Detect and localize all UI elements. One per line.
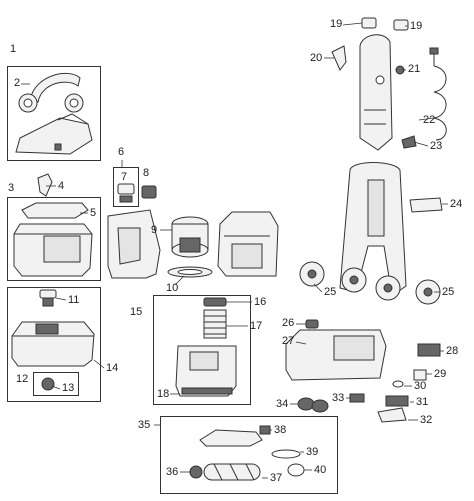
part-7-valve <box>117 183 135 203</box>
callout-32: 32 <box>420 414 433 426</box>
group-box-3 <box>7 197 101 281</box>
part-26-cap <box>305 319 319 329</box>
callout-39: 39 <box>306 446 319 458</box>
callout-40: 40 <box>314 464 327 476</box>
callout-15: 15 <box>130 306 143 318</box>
part-39-belt <box>271 449 301 459</box>
part-28-pump <box>417 343 441 357</box>
callout-16: 16 <box>254 296 267 308</box>
callout-36: 36 <box>166 466 179 478</box>
callout-6: 6 <box>118 146 125 158</box>
part-29-valve <box>413 369 427 381</box>
callout-4: 4 <box>58 180 65 192</box>
callout-26: 26 <box>282 317 295 329</box>
group-box-15 <box>153 295 251 405</box>
base-assembly <box>285 329 387 381</box>
part-3-tank <box>13 223 93 277</box>
part-2-handle-latch <box>18 72 84 113</box>
callout-1: 1 <box>10 43 17 55</box>
callout-30: 30 <box>414 380 427 392</box>
part-38-plug <box>259 425 271 435</box>
callout-13: 13 <box>62 382 75 394</box>
part-33-latch <box>349 393 365 403</box>
callout-3: 3 <box>8 182 15 194</box>
callout-9: 9 <box>151 224 158 236</box>
part-18-foot-cover <box>175 345 237 397</box>
callout-25: 25 <box>324 286 337 298</box>
callout-27: 27 <box>282 335 295 347</box>
callout-20: 20 <box>310 52 323 64</box>
part-31-belt-gear <box>385 395 409 407</box>
rear-housing <box>217 211 279 277</box>
part-25-wheels <box>299 261 441 305</box>
callout-34: 34 <box>276 398 289 410</box>
part-20-trigger <box>331 45 347 71</box>
callout-7: 7 <box>121 171 128 183</box>
group-box-12 <box>33 372 79 396</box>
part-23-hook <box>401 135 417 149</box>
part-17-hose-spring <box>203 309 227 339</box>
callout-5: 5 <box>90 207 97 219</box>
part-16-cap <box>203 297 227 307</box>
part-13-knob <box>41 377 55 391</box>
callout-24: 24 <box>450 198 463 210</box>
part-30-oring <box>392 380 404 388</box>
part-34-brush-rollers <box>297 397 329 413</box>
callout-25d: 25 <box>442 286 455 298</box>
group-box-11-14 <box>7 287 101 402</box>
group-box-35 <box>160 416 338 494</box>
part-40-gear-belt <box>287 463 305 477</box>
callout-21: 21 <box>408 63 421 75</box>
callout-37: 37 <box>270 472 283 484</box>
callout-14: 14 <box>106 362 119 374</box>
callout-28: 28 <box>446 345 459 357</box>
part-11-cap <box>39 289 57 307</box>
callout-8: 8 <box>143 167 150 179</box>
part-8-button <box>141 185 157 199</box>
callout-2: 2 <box>14 77 21 89</box>
leader-lines <box>21 22 448 479</box>
callout-22: 22 <box>423 114 436 126</box>
part-22-power-cord <box>429 47 447 141</box>
part-32-pedal <box>377 407 407 423</box>
part-35-brush-housing <box>199 429 263 447</box>
group-box-1 <box>7 66 101 161</box>
part-19-caps <box>361 17 409 31</box>
callout-18: 18 <box>157 388 170 400</box>
callout-19b: 19 <box>410 20 423 32</box>
callout-12: 12 <box>16 373 29 385</box>
callout-17: 17 <box>250 320 263 332</box>
part-10-gasket <box>167 266 213 278</box>
callout-35: 35 <box>138 419 151 431</box>
callout-31: 31 <box>416 396 429 408</box>
callout-38: 38 <box>274 424 287 436</box>
part-4-clip <box>37 173 53 197</box>
part-5-tank-frame <box>21 202 89 219</box>
part-1-tank-lid <box>15 113 93 155</box>
part-36-end-cap <box>189 465 203 479</box>
upper-handle <box>359 34 393 151</box>
callout-10: 10 <box>166 282 179 294</box>
callout-33: 33 <box>332 392 345 404</box>
callout-11: 11 <box>68 294 80 306</box>
group-box-6 <box>113 167 139 207</box>
part-37-brush-roll <box>203 463 261 481</box>
part-24-bracket <box>409 197 443 213</box>
callout-29: 29 <box>434 368 447 380</box>
housing-panel <box>107 209 161 279</box>
part-14-solution-tank <box>11 321 95 367</box>
callout-23: 23 <box>430 140 443 152</box>
callout-19: 19 <box>330 18 343 30</box>
lower-frame <box>339 162 407 297</box>
part-9-motor <box>171 216 209 258</box>
